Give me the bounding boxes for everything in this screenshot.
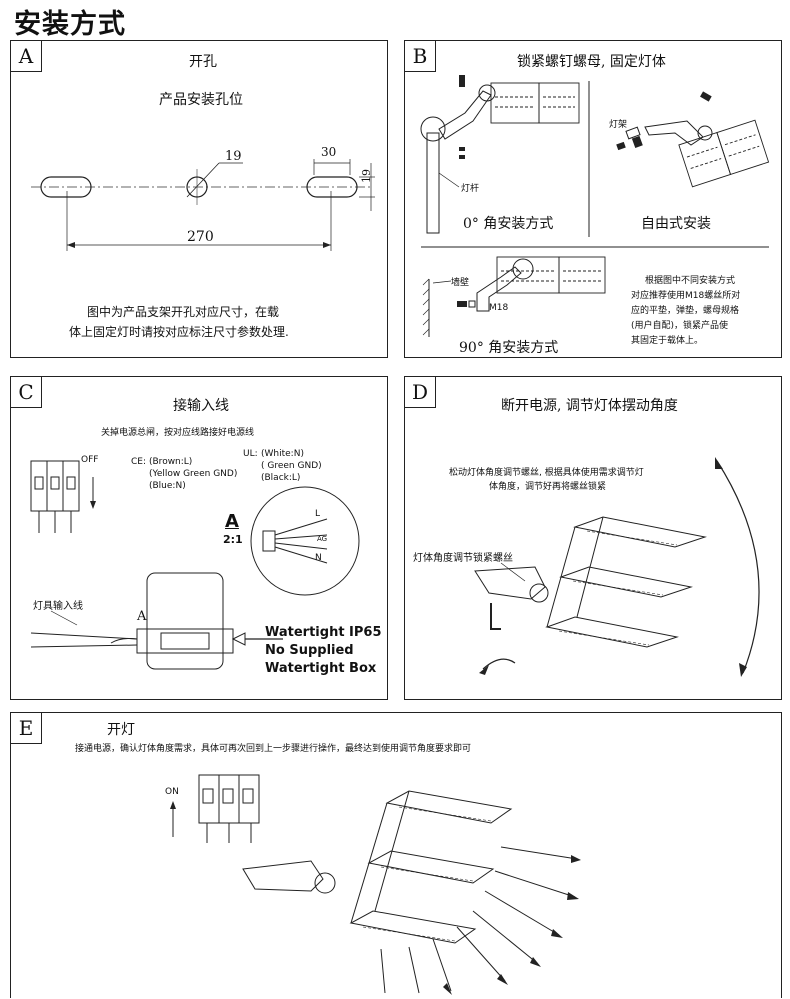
wire-l: L <box>315 509 321 519</box>
mounting-drawings <box>420 75 770 337</box>
panel-b-note-4: (用户自配)，锁紧产品使 <box>631 321 729 331</box>
panel-d-adjust: D 断开电源, 调节灯体摆动角度 松动灯体角度调节螺丝, 根据具体使用需求调节灯… <box>404 376 782 700</box>
panel-b-note-1: 根据图中不同安装方式 <box>645 276 736 286</box>
ul-title: UL: <box>243 449 258 459</box>
input-wire-label: 灯具输入线 <box>33 601 83 612</box>
adjust-drawing <box>474 457 760 677</box>
panel-e-power-on: E 开灯 接通电源，确认灯体角度需求，具体可再次回到上一步骤进行操作，最终达到使… <box>10 712 782 998</box>
dim-hole-label: 19 <box>225 149 242 164</box>
ce-yellow-green: (Yellow Green GND) <box>149 469 238 479</box>
ce-title: CE: <box>131 457 147 467</box>
left-slot <box>40 176 92 198</box>
page-title: 安装方式 <box>14 9 126 40</box>
panel-a-subheading: 产品安装孔位 <box>159 92 243 108</box>
detail-label: A <box>225 511 239 532</box>
panel-c-heading: 接输入线 <box>173 398 229 414</box>
panel-b-note-2: 对应推荐使用M18螺丝所对 <box>631 291 741 301</box>
panel-a-heading: 开孔 <box>189 54 217 70</box>
wiring-drawing <box>30 460 360 670</box>
panel-c-wiring: C 接输入线 关掉电源总闸，按对应线路接好电源线 <box>10 376 388 700</box>
panel-a-drilling: A 开孔 产品安装孔位 19 30 19 270 图中为产品支架开孔对应尺寸，在… <box>10 40 388 358</box>
panel-e-letter: E <box>10 712 42 744</box>
box-line-3: Watertight Box <box>265 661 377 676</box>
dim-span-label: 270 <box>187 229 214 245</box>
dim-slot-height-label: 19 <box>360 169 373 183</box>
panel-c-instruction: 关掉电源总闸，按对应线路接好电源线 <box>101 428 255 438</box>
panel-d-heading: 断开电源, 调节灯体摆动角度 <box>501 398 678 414</box>
panel-a-letter: A <box>10 40 42 72</box>
right-slot <box>306 176 358 198</box>
label-pole: 灯杆 <box>461 184 480 194</box>
caption-90-degree: 90° 角安装方式 <box>459 340 559 356</box>
ce-brown: (Brown:L) <box>149 457 193 467</box>
label-on: ON <box>165 787 179 797</box>
panel-b-letter: B <box>404 40 436 72</box>
label-off: OFF <box>81 455 99 465</box>
marker-a: A <box>137 609 147 624</box>
panel-b-note-5: 其固定于载体上。 <box>631 336 704 346</box>
dim-slot-width-label: 30 <box>321 145 337 159</box>
caption-free-mount: 自由式安装 <box>641 216 711 232</box>
screw-callout: 灯体角度调节锁紧螺丝 <box>413 553 513 564</box>
box-line-2: No Supplied <box>265 643 354 658</box>
panel-e-instruction: 接通电源，确认灯体角度需求，具体可再次回到上一步骤进行操作，最终达到使用调节角度… <box>75 744 472 754</box>
wire-n: N <box>315 553 322 563</box>
panel-b-fixing: B 锁紧螺钉螺母, 固定灯体 <box>404 40 782 358</box>
ul-green: ( Green GND) <box>261 461 322 471</box>
detail-scale: 2:1 <box>223 533 243 546</box>
wire-g: AG <box>317 535 328 543</box>
panel-a-note-1: 图中为产品支架开孔对应尺寸，在载 <box>87 305 280 319</box>
label-bracket: 灯架 <box>609 120 628 130</box>
panel-e-heading: 开灯 <box>107 722 135 738</box>
power-on-drawing <box>170 774 581 995</box>
panel-b-heading: 锁紧螺钉螺母, 固定灯体 <box>517 54 666 70</box>
panel-d-note-2: 体角度，调节好再将螺丝锁紧 <box>489 482 607 492</box>
hole-layout-drawing <box>31 159 375 251</box>
box-line-1: Watertight IP65 <box>265 625 382 640</box>
ul-black: (Black:L) <box>261 473 301 483</box>
ce-blue: (Blue:N) <box>149 481 186 491</box>
panel-d-letter: D <box>404 376 436 408</box>
panel-b-note-3: 应的平垫，弹垫，螺母规格 <box>631 306 740 316</box>
panel-d-note-1: 松动灯体角度调节螺丝, 根据具体使用需求调节灯 <box>449 468 644 478</box>
label-m18: M18 <box>489 303 509 313</box>
ul-white: (White:N) <box>261 449 304 459</box>
caption-0-degree: 0° 角安装方式 <box>463 216 554 232</box>
label-wall: 墙壁 <box>451 278 470 288</box>
panel-a-note-2: 体上固定灯时请按对应标注尺寸参数处理. <box>69 325 289 339</box>
panel-c-letter: C <box>10 376 42 408</box>
